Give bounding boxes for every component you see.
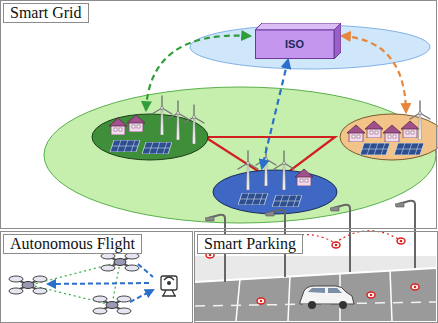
street-lamp: [395, 201, 415, 268]
iso-box: ISO: [255, 23, 341, 59]
scenario-panel: ISO Smart Grid: [0, 0, 437, 229]
comm-arrow: [146, 36, 250, 110]
grid-region: [44, 87, 436, 223]
parking-sensor: [257, 298, 265, 304]
ground-station: [161, 276, 177, 296]
community-bottom: [213, 170, 337, 214]
community-right: [340, 114, 438, 160]
scenario-panel: Autonomous Flight: [0, 231, 193, 323]
panel-title: Smart Parking: [197, 234, 303, 254]
car: [300, 286, 354, 309]
smart-grid-illustration: [44, 25, 438, 223]
street-lamp: [330, 205, 350, 272]
panel-title: Autonomous Flight: [3, 234, 142, 254]
flight-illustration: [9, 253, 177, 314]
drone: [101, 253, 139, 271]
comm-arrow: [262, 60, 288, 168]
parking-lines: [236, 270, 392, 321]
parking-sensor: [367, 292, 375, 298]
drone: [93, 296, 131, 314]
community-left: [92, 114, 208, 160]
road: [195, 268, 436, 321]
comm-arrow: [342, 36, 406, 112]
panel-title: Smart Grid: [3, 3, 89, 23]
node-label: ISO: [285, 38, 304, 51]
drone: [9, 276, 47, 294]
parking-illustration: [195, 201, 436, 321]
parking-sensor: [411, 284, 419, 290]
scenario-panel: Smart Parking: [194, 231, 438, 323]
